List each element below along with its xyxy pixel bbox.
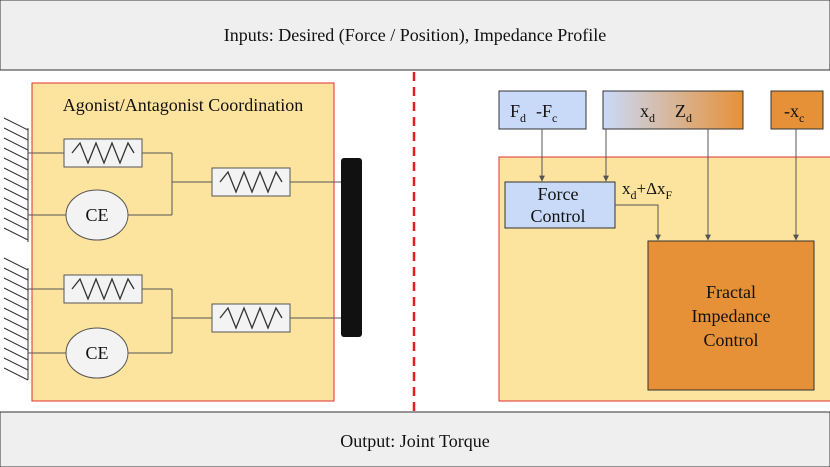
top-series-spring [211, 167, 291, 197]
force-control-line2: Control [530, 206, 585, 226]
xc-input-box [770, 90, 824, 130]
ce-top [65, 189, 129, 241]
wall-hatch-bottom [3, 257, 29, 381]
force-control-line1: Force [538, 184, 579, 204]
top-parallel-spring [63, 138, 143, 168]
footer-text: Output: Joint Torque [340, 431, 489, 451]
fractal-line1: Fractal [706, 282, 756, 302]
ce-bottom [65, 327, 129, 379]
force-control-box [504, 181, 616, 229]
header-text: Inputs: Desired (Force / Position), Impe… [224, 25, 606, 46]
position-impedance-input-box [602, 90, 744, 130]
signal-arrows [539, 129, 799, 241]
header-band [0, 0, 830, 71]
footer-band [0, 411, 830, 467]
top-unit-wires [28, 152, 342, 216]
ce-top-label: CE [85, 205, 108, 225]
bottom-series-spring [211, 303, 291, 333]
fractal-line2: Impedance [692, 306, 771, 326]
fractal-impedance-box [647, 240, 815, 391]
bottom-parallel-spring [63, 274, 143, 304]
force-input-box [498, 90, 587, 130]
xc-input-label: -xc [784, 101, 804, 125]
ce-bottom-label: CE [85, 343, 108, 363]
joint-bar [341, 158, 362, 337]
force-input-label: Fd-Fc [510, 101, 557, 125]
coordination-title: Agonist/Antagonist Coordination [63, 95, 304, 115]
wall-hatch-top [3, 117, 29, 242]
fractal-line3: Control [703, 330, 758, 350]
bottom-unit-wires [28, 288, 342, 354]
arrow-force-control-to-fractal [615, 204, 661, 241]
force-output-label: xd+ΔxF [622, 179, 673, 202]
